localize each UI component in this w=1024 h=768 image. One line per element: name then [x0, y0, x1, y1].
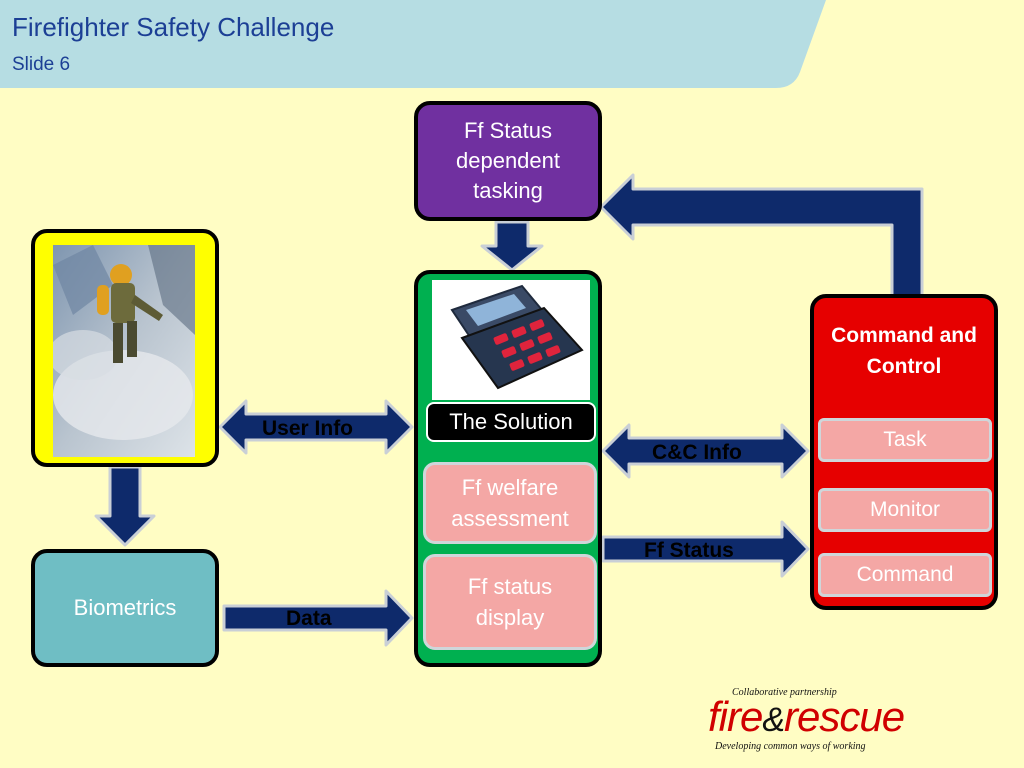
command-item: Command — [818, 553, 992, 597]
data-label: Data — [286, 607, 332, 630]
status-display-box: Ff status display — [423, 554, 597, 650]
cc-info-label: C&C Info — [652, 441, 742, 464]
feedback-arrow — [599, 173, 924, 299]
monitor-text: Monitor — [869, 498, 941, 521]
welfare-assessment-box: Ff welfare assessment — [423, 462, 597, 544]
ff-status-label: Ff Status — [644, 539, 734, 562]
logo-word-rescue: rescue — [784, 693, 905, 740]
task-text: Task — [883, 428, 927, 451]
user-info-label: User Info — [262, 417, 354, 440]
solution-label-text: The Solution — [449, 409, 573, 434]
status-display-text: Ff status display — [467, 574, 553, 630]
user-info-arrow — [218, 399, 414, 455]
logo-tagline-top: Collaborative partnership — [732, 687, 837, 698]
logo-word-fire: fire — [708, 693, 763, 740]
cc-info-arrow — [601, 423, 810, 479]
logo-ampersand: & — [762, 701, 785, 739]
solution-box: The Solution Ff welfare assessment Ff st… — [414, 270, 602, 667]
slide-title: Firefighter Safety Challenge — [12, 12, 335, 42]
fire-and-rescue-logo: Collaborative partnership fire&rescue De… — [700, 685, 970, 760]
command-control-title: Command and Control — [831, 324, 977, 378]
biometrics-text: Biometrics — [73, 595, 177, 620]
slide-subtitle: Slide 6 — [12, 54, 71, 75]
command-control-box: Command and Control Task Monitor Command — [810, 294, 998, 610]
tasking-text: Ff Status dependent tasking — [456, 118, 560, 203]
biometrics-box: Biometrics — [31, 549, 219, 667]
welfare-text: Ff welfare assessment — [451, 475, 569, 531]
logo-wordmark: fire&rescue — [708, 693, 905, 741]
tasking-box: Ff Status dependent tasking — [414, 101, 602, 221]
sensor-down-arrow — [94, 465, 156, 547]
task-item: Task — [818, 418, 992, 462]
header-band — [0, 0, 826, 88]
command-text: Command — [856, 563, 954, 586]
tasking-down-arrow — [480, 220, 544, 272]
ff-status-arrow — [601, 520, 810, 578]
handheld-device-image — [432, 280, 590, 400]
solution-label: The Solution — [426, 402, 596, 442]
logo-tagline-bottom: Developing common ways of working — [715, 741, 866, 752]
monitor-item: Monitor — [818, 488, 992, 532]
firefighter-photo-frame — [31, 229, 219, 467]
firefighter-photo — [53, 245, 195, 457]
data-arrow — [222, 589, 414, 647]
